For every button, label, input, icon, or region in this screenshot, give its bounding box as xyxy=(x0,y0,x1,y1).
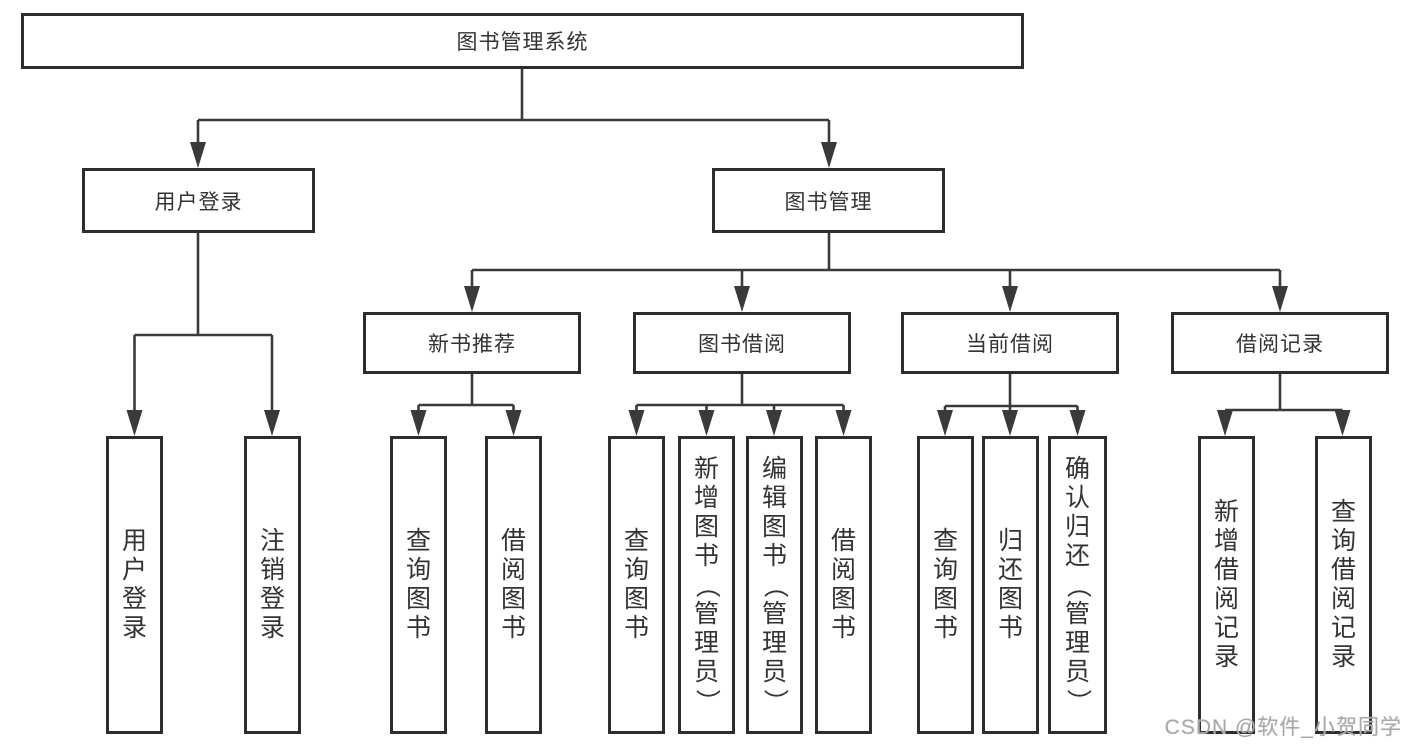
leaf-query-books-recommend: 查询图书 xyxy=(390,436,447,734)
node-borrowing-records-label: 借阅记录 xyxy=(1236,333,1324,356)
node-borrowing-records: 借阅记录 xyxy=(1171,312,1389,374)
node-book-borrowing: 图书借阅 xyxy=(633,312,851,374)
node-new-book-recommend-label: 新书推荐 xyxy=(428,333,516,356)
node-user-login: 用户登录 xyxy=(82,168,315,233)
leaf-user-login: 用户登录 xyxy=(106,436,163,734)
leaf-add-books-admin: 新增图书（管理员） xyxy=(678,436,735,734)
node-book-management-label: 图书管理 xyxy=(784,190,873,214)
node-user-login-label: 用户登录 xyxy=(154,190,243,214)
node-current-borrowing: 当前借阅 xyxy=(901,312,1119,374)
leaf-query-books-current: 查询图书 xyxy=(917,436,974,734)
node-book-borrowing-label: 图书借阅 xyxy=(698,333,786,356)
leaf-query-borrow-record: 查询借阅记录 xyxy=(1315,436,1372,734)
node-root: 图书管理系统 xyxy=(21,13,1024,69)
arrowhead-icons xyxy=(126,142,1351,436)
node-book-management: 图书管理 xyxy=(712,168,945,233)
leaf-borrow-books-recommend: 借阅图书 xyxy=(485,436,542,734)
leaf-add-borrow-record: 新增借阅记录 xyxy=(1198,436,1255,734)
leaf-logout: 注销登录 xyxy=(244,436,301,734)
leaf-confirm-return-admin: 确认归还（管理员） xyxy=(1048,436,1107,734)
node-new-book-recommend: 新书推荐 xyxy=(363,312,581,374)
leaf-borrow-books-borrowing: 借阅图书 xyxy=(815,436,872,734)
watermark: CSDN @软件_小贺同学 xyxy=(1164,716,1402,739)
leaf-query-books-borrowing: 查询图书 xyxy=(608,436,665,734)
node-current-borrowing-label: 当前借阅 xyxy=(966,333,1054,356)
leaf-return-books: 归还图书 xyxy=(982,436,1039,734)
node-root-label: 图书管理系统 xyxy=(456,31,589,54)
leaf-edit-books-admin: 编辑图书（管理员） xyxy=(746,436,803,734)
